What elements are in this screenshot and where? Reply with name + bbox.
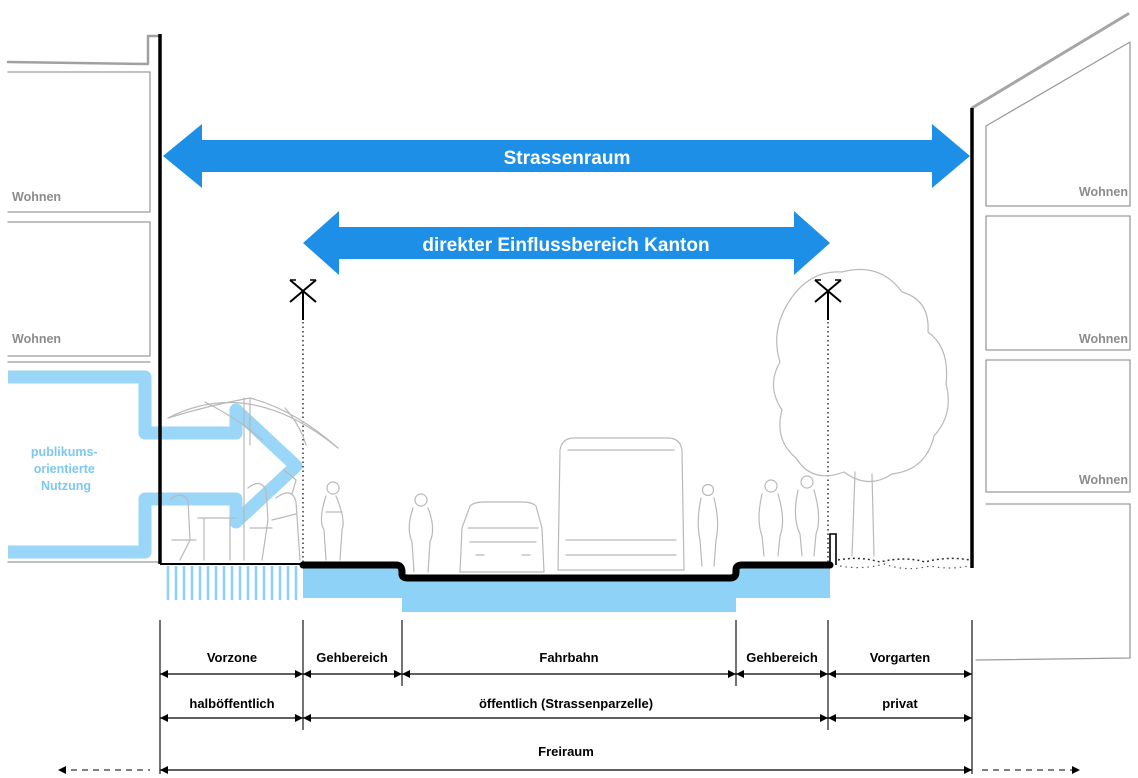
public-use-label-line-2: orientierte bbox=[34, 462, 95, 476]
tree-icon bbox=[772, 268, 949, 557]
strassenraum-arrow: Strassenraum bbox=[163, 124, 970, 188]
zone-label-vorzone: Vorzone bbox=[207, 650, 257, 665]
pedestrian-icon bbox=[758, 479, 784, 557]
zone-label-gehbereich-right: Gehbereich bbox=[746, 650, 818, 665]
kanton-arrow: direkter Einflussbereich Kanton bbox=[303, 211, 830, 275]
street-profile-line bbox=[299, 561, 834, 582]
zone-label-fahrbahn: Fahrbahn bbox=[539, 650, 598, 665]
public-use-label-line-1: publikums- bbox=[31, 445, 98, 459]
right-building-outline bbox=[970, 12, 1131, 661]
roadway-base bbox=[402, 578, 736, 612]
zone-labels: Vorzone Gehbereich Fahrbahn Gehbereich V… bbox=[189, 650, 930, 759]
left-floor-label-2: Wohnen bbox=[12, 332, 61, 346]
zone-label-oeffentlich: öffentlich (Strassenparzelle) bbox=[479, 696, 653, 711]
pedestrian-icon bbox=[320, 481, 344, 561]
bus-icon bbox=[557, 437, 685, 571]
garden-boundary-post bbox=[829, 533, 837, 565]
strassenraum-label: Strassenraum bbox=[504, 148, 631, 169]
kanton-label: direkter Einflussbereich Kanton bbox=[422, 235, 709, 256]
right-floor-label-2: Wohnen bbox=[1079, 332, 1128, 346]
public-use-arrow bbox=[8, 370, 303, 559]
zone-label-vorgarten: Vorgarten bbox=[870, 650, 930, 665]
right-floor-label-3: Wohnen bbox=[1079, 473, 1128, 487]
cafe-table-icon bbox=[169, 469, 301, 561]
zone-label-freiraum: Freiraum bbox=[538, 744, 594, 759]
street-lamp-icon bbox=[814, 279, 842, 320]
pedestrian-icon bbox=[794, 475, 820, 557]
right-floor-label-1: Wohnen bbox=[1079, 185, 1128, 199]
parasol-icon bbox=[167, 397, 339, 561]
street-lamp-icon bbox=[289, 279, 317, 320]
pedestrian-icon bbox=[408, 493, 434, 573]
left-floor-label-1: Wohnen bbox=[12, 190, 61, 204]
vorzone-hatch bbox=[166, 566, 298, 600]
sidewalk-base-left bbox=[303, 568, 402, 598]
left-building: Wohnen Wohnen publikums- orientierte Nut… bbox=[6, 34, 303, 563]
zone-label-privat: privat bbox=[882, 696, 918, 711]
front-garden-ground bbox=[837, 557, 971, 570]
left-building-outline bbox=[6, 34, 162, 563]
pedestrian-icon bbox=[697, 483, 719, 567]
public-use-label-line-3: Nutzung bbox=[41, 479, 91, 493]
right-building: Wohnen Wohnen Wohnen bbox=[970, 12, 1131, 661]
street-section bbox=[160, 533, 837, 612]
sidewalk-base-right bbox=[736, 568, 830, 598]
zone-label-gehbereich-left: Gehbereich bbox=[316, 650, 388, 665]
zone-label-halboeffentlich: halböffentlich bbox=[189, 696, 274, 711]
dimension-lines bbox=[58, 620, 1080, 774]
public-use-label: publikums- orientierte Nutzung bbox=[31, 445, 101, 493]
car-icon bbox=[459, 501, 545, 573]
